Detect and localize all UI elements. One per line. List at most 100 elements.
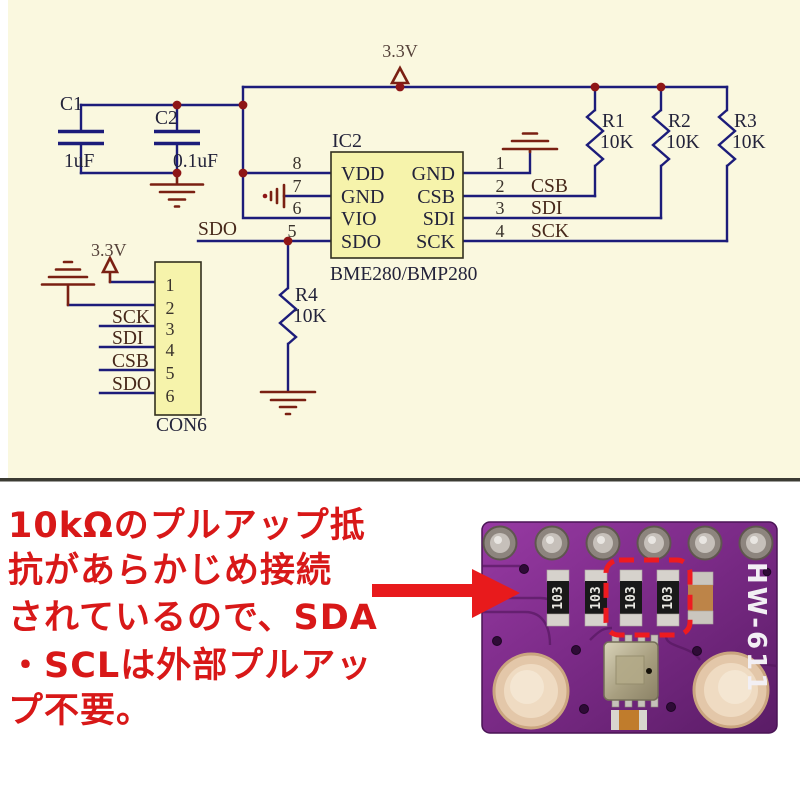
via (579, 704, 589, 714)
power-symbol-con6: 3.3V (91, 240, 127, 284)
header-pin (738, 525, 774, 561)
con6-ref: CON6 (156, 415, 207, 436)
ic2-part: BME280/BMP280 (330, 264, 477, 285)
r2-ref: R2 (668, 111, 691, 132)
trace (589, 626, 613, 641)
ic2-pin-vdd: VDD (341, 163, 384, 185)
smd-resistor: 103 (619, 569, 643, 627)
schematic-panel: C1 1uF C2 0.1uF R1 10K R2 10K R3 10K R4 … (0, 0, 800, 482)
resistor-r4: R4 10K (278, 285, 327, 345)
sensor-chip (603, 634, 659, 708)
mounting-hole (492, 652, 570, 730)
junction-dot (238, 168, 248, 178)
net-label-sdi: SDI (531, 198, 562, 219)
junction-dot (172, 100, 182, 110)
header-pin (482, 525, 518, 561)
junction-dot (172, 168, 182, 178)
header-pin (585, 525, 621, 561)
con6-pin-6: 6 (166, 386, 175, 406)
red-arrow-icon (372, 569, 520, 618)
ic2-pin-csb: CSB (417, 186, 455, 208)
ground-icon (40, 260, 96, 307)
con6-net-sck: SCK (112, 307, 150, 328)
con6-pin-3: 3 (166, 319, 175, 339)
header-pin (534, 525, 570, 561)
pin-number-2: 2 (496, 176, 505, 196)
note-line-2: 抗があらかじめ接続 (8, 550, 332, 591)
mounting-hole (692, 651, 770, 729)
trace (664, 635, 701, 661)
pin-number-1: 1 (496, 153, 505, 173)
c2-value: 0.1uF (173, 151, 218, 172)
resistor-r3: R3 10K (717, 109, 766, 167)
net-label-sdo: SDO (198, 219, 237, 240)
con6-symbol: CON6 1 2 3 4 5 6 SCK SDI CSB SDO (112, 261, 207, 436)
smd-resistor: 103 (584, 569, 608, 627)
con6-pin-4: 4 (166, 340, 175, 360)
r2-zigzag (651, 109, 671, 167)
r3-ref: R3 (734, 111, 757, 132)
pcb-header-pins (482, 525, 774, 561)
pin-number-7: 7 (293, 176, 302, 196)
con6-body (154, 261, 202, 416)
ground-icon (269, 183, 286, 209)
con6-pin-2: 2 (166, 298, 175, 318)
power-label-con6: 3.3V (91, 240, 127, 260)
c1-value: 1uF (64, 151, 95, 172)
ic2-pin-gnd-left: GND (341, 186, 384, 208)
net-labels: CSB SDI SCK SDO (198, 176, 569, 242)
r4-zigzag (278, 287, 298, 345)
sensor-vent-hole (646, 668, 652, 674)
ic2-pin-vio: VIO (341, 208, 377, 230)
ic2-pin-sck: SCK (416, 231, 455, 253)
via (666, 702, 676, 712)
mounting-holes (492, 651, 770, 730)
header-pin (687, 525, 723, 561)
con6-net-csb: CSB (112, 351, 149, 372)
via (692, 646, 702, 656)
ground-icon (149, 171, 205, 208)
pin-number-3: 3 (496, 198, 505, 218)
hw611-label: HW-611 (741, 562, 771, 694)
r2-value: 10K (666, 132, 700, 153)
annotation-note: 10kΩのプルアップ抵 抗があらかじめ接続 されているので、SDA ・SCLは外… (8, 506, 377, 731)
ground-symbol-pin1 (501, 132, 559, 154)
c2-plates (154, 129, 200, 146)
net-label-csb: CSB (531, 176, 568, 197)
sensor-inner (615, 655, 645, 685)
junction-dot (395, 82, 405, 92)
r1-ref: R1 (602, 111, 625, 132)
ic2-pin-gnd-right: GND (412, 163, 455, 185)
via (571, 645, 581, 655)
header-pin (636, 525, 672, 561)
junction-dot (656, 82, 666, 92)
pin-number-4: 4 (496, 221, 505, 241)
highlight-box (603, 557, 693, 638)
con6-pin-1: 1 (166, 275, 175, 295)
note-line-5: プ不要。 (8, 691, 152, 731)
note-line-4: ・SCLは外部プルアッ (8, 646, 372, 686)
ground-symbol-c2 (149, 171, 205, 208)
ground-icon (259, 390, 317, 416)
ic2-pin-sdo: SDO (341, 231, 381, 253)
con6-net-sdo: SDO (112, 374, 151, 395)
resistor-r1: R1 10K (585, 109, 634, 167)
con6-pin-5: 5 (166, 363, 175, 383)
panel-bottom-border (0, 478, 800, 482)
ic2-symbol: IC2 BME280/BMP280 VDD GND VIO SDO GND CS… (288, 130, 505, 285)
smd-resistor: 103 (656, 569, 680, 627)
ground-dot (262, 193, 268, 199)
r3-value: 10K (732, 132, 766, 153)
ground-symbol-con6 (40, 260, 96, 307)
r1-value: 10K (600, 132, 634, 153)
resistor-r2: R2 10K (651, 109, 700, 167)
c1-ref: C1 (60, 94, 83, 115)
resistor-marking: 103 (589, 586, 604, 609)
r4-ref: R4 (295, 285, 318, 306)
r1-zigzag (585, 109, 605, 167)
ground-symbol-r4 (259, 390, 317, 416)
pin-number-6: 6 (293, 198, 302, 218)
ic2-pin-sdi: SDI (423, 208, 455, 230)
